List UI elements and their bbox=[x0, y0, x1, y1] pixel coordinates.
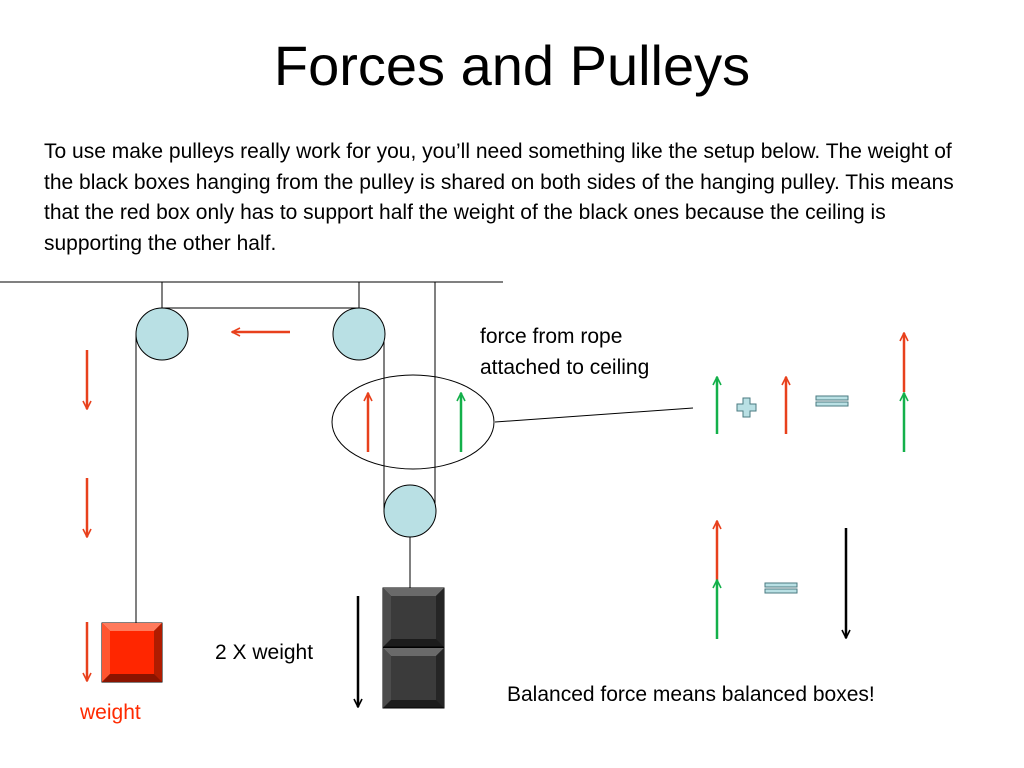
black-box-bottom bbox=[382, 647, 445, 709]
equals-icon-bottom bbox=[764, 582, 798, 594]
pulley-top-left bbox=[135, 307, 189, 361]
green-arrows bbox=[461, 377, 904, 639]
black-arrows bbox=[358, 528, 846, 707]
equals-icon-top bbox=[815, 395, 849, 407]
label-two-x-weight: 2 X weight bbox=[215, 641, 314, 664]
red-box bbox=[101, 622, 163, 683]
ropes bbox=[135, 282, 694, 625]
pulley-top-right bbox=[332, 307, 386, 361]
label-force-from-rope: force from rope bbox=[480, 325, 623, 348]
pulley-hanging bbox=[383, 484, 437, 538]
label-balanced-force: Balanced force means balanced boxes! bbox=[507, 683, 875, 706]
red-arrows bbox=[87, 332, 904, 681]
black-box-top bbox=[382, 587, 445, 648]
label-attached-to-ceiling: attached to ceiling bbox=[480, 356, 650, 379]
label-weight: weight bbox=[80, 701, 141, 724]
slide-title: Forces and Pulleys bbox=[273, 34, 751, 97]
plus-icon bbox=[736, 397, 757, 418]
intro-paragraph: To use make pulleys really work for you,… bbox=[44, 140, 954, 255]
highlight-ellipse bbox=[331, 374, 495, 470]
